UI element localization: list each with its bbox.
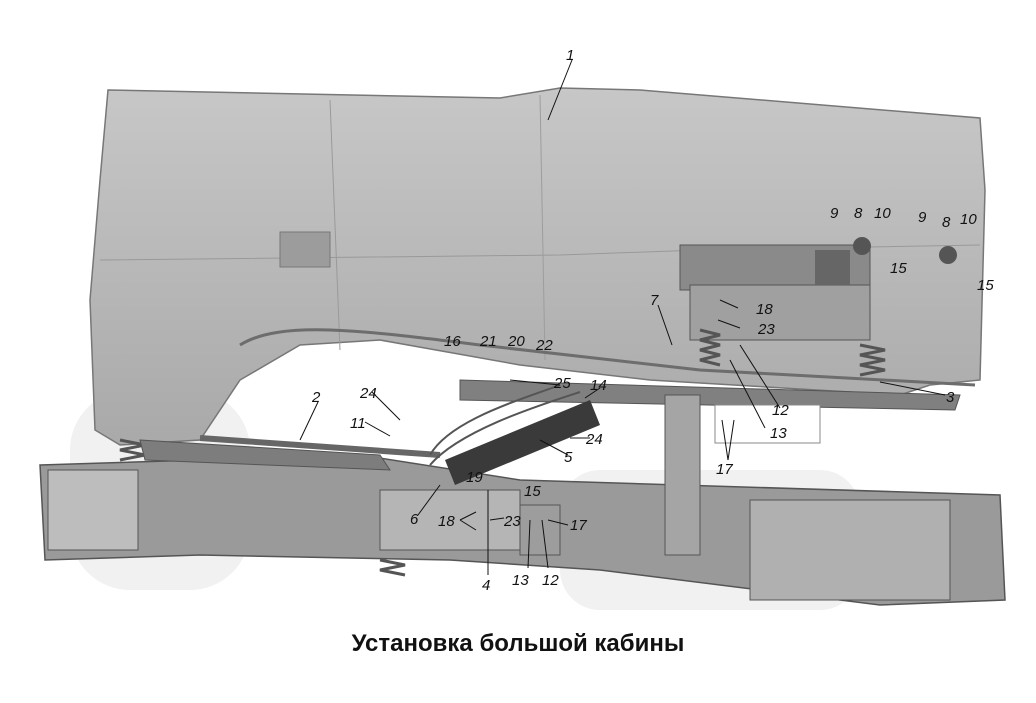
callout-8a: 8: [854, 205, 863, 222]
callout-13b: 13: [512, 572, 529, 589]
callout-1: 1: [566, 47, 574, 64]
callout-8b: 8: [942, 214, 951, 231]
callout-20: 20: [507, 333, 525, 350]
callout-25: 25: [553, 375, 571, 392]
callout-23a: 23: [757, 321, 775, 338]
shock-absorber: [199, 384, 600, 485]
callout-17a: 17: [716, 461, 733, 478]
figure-caption: Установка большой кабины: [351, 630, 685, 657]
callout-labels: 1 2 3 4 5 6 7 8 8 9 9 10 10 11 12 12 13 …: [311, 47, 994, 594]
callout-9a: 9: [830, 205, 839, 222]
callout-10b: 10: [960, 211, 977, 228]
callout-24a: 24: [359, 385, 377, 402]
callout-14: 14: [590, 377, 607, 394]
cab-body: [89, 87, 986, 446]
callout-17b: 17: [570, 517, 587, 534]
leader-lines: [299, 59, 946, 575]
callout-15a: 15: [890, 260, 907, 277]
callout-11: 11: [350, 415, 366, 432]
callout-21: 21: [479, 333, 497, 350]
callout-4: 4: [482, 577, 490, 594]
callout-22: 22: [535, 337, 553, 354]
callout-10a: 10: [874, 205, 891, 222]
callout-15c: 15: [524, 483, 541, 500]
callout-23b: 23: [503, 513, 521, 530]
rear-mount-bracket: [679, 237, 957, 341]
callout-16: 16: [444, 333, 461, 350]
callout-18b: 18: [438, 513, 455, 530]
chassis-frame: [39, 379, 1006, 606]
callout-7: 7: [650, 292, 659, 309]
callout-18a: 18: [756, 301, 773, 318]
callout-12b: 12: [542, 572, 559, 589]
callout-6: 6: [410, 511, 419, 528]
callout-2: 2: [311, 389, 321, 406]
springs: [119, 328, 886, 577]
callout-12a: 12: [772, 402, 789, 419]
callout-19: 19: [466, 469, 483, 486]
callout-9b: 9: [918, 209, 927, 226]
callout-13a: 13: [770, 425, 787, 442]
callout-3: 3: [946, 389, 955, 406]
callout-15b: 15: [977, 277, 994, 294]
callout-24b: 24: [585, 431, 603, 448]
callout-5: 5: [564, 449, 573, 466]
